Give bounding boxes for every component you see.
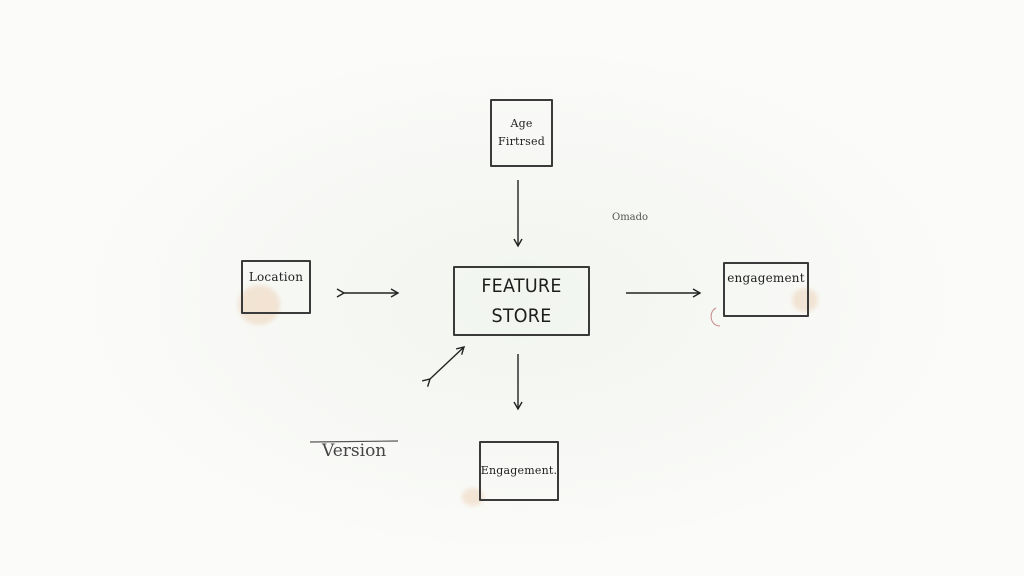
annotation-top-right: Omado: [612, 212, 649, 223]
node-center-label: FEATURE STORE: [481, 274, 562, 327]
node-right: engagement: [723, 262, 809, 317]
node-right-label: engagement: [727, 270, 805, 285]
node-bottom: Engagement.: [479, 441, 559, 501]
node-top-label: Age Firtrsed: [498, 117, 545, 148]
node-bottom-label: Engagement.: [480, 464, 558, 478]
node-center: FEATURE STORE: [453, 266, 590, 336]
node-left: Location: [241, 260, 311, 314]
version-overline: [309, 440, 399, 443]
node-left-label: Location: [248, 270, 304, 285]
doodle-mark: [710, 307, 721, 327]
node-top: Age Firtrsed: [490, 99, 553, 167]
annotation-version: Version: [322, 441, 387, 461]
arrow-diagonal-bidirectional: [421, 346, 466, 387]
